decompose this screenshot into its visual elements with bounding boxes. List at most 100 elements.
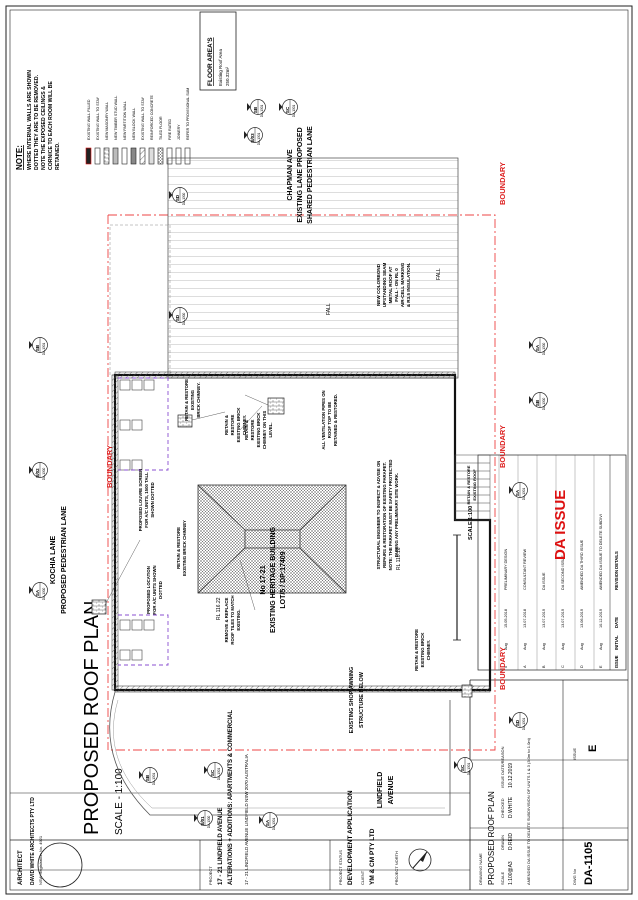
revision-cell: 13.07.2019: [542, 609, 546, 628]
structural-note: STRUCTURAL ENGINEER TO INSPECT & ADVISE …: [376, 461, 381, 570]
issue-reason: AMENDED DA ISSUE TO DELETE SUBDIVISION O…: [526, 737, 531, 885]
sheet-scale-title: SCALE - 1:100: [114, 768, 125, 835]
revision-cell: Aug: [504, 643, 508, 650]
legend-swatch: [148, 147, 155, 165]
roof-note: & R3.5 INSULATION.: [406, 263, 411, 308]
revision-cell: 10.12.2019: [599, 609, 603, 628]
notes-line: WHERE INTERNAL WALLS ARE SHOWN: [27, 70, 33, 170]
louvre-note: SHOWN DOTTED: [150, 482, 155, 517]
marker-label: SC: [285, 106, 290, 113]
marker-label: SA: [535, 344, 540, 351]
rl-1: RL 116.22: [216, 597, 222, 620]
legend-swatch: [103, 147, 110, 165]
architect-detail: NSW Registration No. 4921: [38, 835, 43, 885]
marker-ref: DA-1301: [292, 104, 296, 117]
tiled-hip-roof: [197, 484, 347, 594]
marker-ref: DA-1301: [217, 767, 221, 780]
roof-note: NEW COLORBOND: [376, 263, 381, 306]
roof-note: UPSTANDING SEAM: [382, 263, 387, 308]
roof-note: FALL - ON RL 0: [394, 268, 399, 302]
louvre-note: PROPOSED LOUVRE SCREEN: [138, 469, 143, 532]
legend-swatch: [121, 147, 128, 165]
retain-chimney-note: LEVEL.: [268, 422, 273, 437]
revision-header: DATE: [614, 617, 619, 628]
fall-label-1: FALL: [326, 303, 332, 315]
legend-label: TILED FLOOR: [159, 116, 163, 140]
legend-label: NEW MASONRY WALL: [105, 102, 109, 140]
marker-label: E/02: [35, 468, 40, 478]
marker-label: SC: [210, 769, 215, 776]
revision-cell: A: [523, 665, 527, 668]
checked-label: CHECKED: [500, 798, 505, 818]
legend-label: JOINERY: [177, 124, 181, 140]
revision-cell: CONSULTANT REVIEW: [523, 548, 527, 590]
marker-ref: DA-1301: [152, 772, 156, 785]
awning-1: EXISTING SHOP AWNING: [349, 667, 355, 734]
revision-cell: C: [561, 665, 565, 668]
revision-header: REVISION DETAILS: [614, 551, 619, 590]
ac-note: FOR A/C UNITS SHOWN: [152, 565, 157, 614]
scale-label: SCALE: [500, 872, 505, 885]
revision-cell: Aug: [580, 643, 584, 650]
structural-note: DURING ANY PRELIMINARY SITE WORK.: [394, 473, 399, 557]
retain-chimney-note: RETAIN & RESTORE: [176, 527, 181, 569]
legend-label: NEW PARTITION WALL: [123, 101, 127, 140]
notes-line: NOTE THE EXPOSED CEILINGS &: [41, 86, 47, 170]
awning-2: STRUCTURE BELOW: [359, 671, 365, 728]
revision-cell: 13.06.2019: [580, 609, 584, 628]
east-stair: [454, 454, 491, 521]
boundary-label-east: BOUNDARY: [498, 425, 507, 468]
revision-header: ISSUE: [614, 655, 619, 668]
retain-chimney-note: RESTORE: [230, 415, 235, 436]
floor-areas-heading: FLOOR AREA'S: [207, 37, 214, 86]
retain-chimney-note: RETAIN & RESTORE: [414, 629, 419, 671]
floor-areas-item: Existing Roof Area: [218, 48, 223, 86]
metal-roof-area: [167, 157, 459, 379]
revision-header: INITIAL: [614, 635, 619, 650]
roof-tiles-note: REMOVE & REPLACE: [224, 598, 229, 643]
revision-cell: 13.07.2018: [523, 609, 527, 628]
revision-cell: 15.05.2018: [504, 609, 508, 628]
revision-cell: Aug: [523, 643, 527, 650]
revision-cell: Aug: [561, 643, 565, 650]
project-address: 17 - 21 LINDFIELD AVENUE LINDFIELD NSW 2…: [244, 754, 249, 885]
rl-2: RL 110.16: [396, 547, 402, 570]
drawn-value: D.REID: [508, 833, 514, 850]
building-name: EXISTING HERITAGE BUILDING: [270, 526, 277, 633]
legend-label: EXISTING WALL TO STAY: [96, 96, 100, 140]
revision-cell: DA ISSUE: [542, 572, 546, 590]
legend-swatch: [130, 147, 137, 165]
marker-ref: DA-1300: [42, 587, 46, 600]
drawing-name-label: DRAWING NAME: [478, 853, 483, 885]
marker-ref: DA-1301: [260, 104, 264, 117]
notes-line: CORNICE TO EACH ROOM WILL BE: [48, 81, 54, 170]
scale-bar-label: SCALE 1:100: [468, 506, 474, 540]
marker-ref: DA-1300: [42, 467, 46, 480]
revision-cell: DA SECOND ISSUE: [561, 555, 565, 590]
marker-ref: DA-1300: [542, 342, 546, 355]
da-issue-stamp: DA ISSUE: [552, 490, 569, 560]
notes-line: RETAINED.: [55, 142, 61, 170]
vent-note: ALL VENTILATION PIPES ON: [321, 390, 326, 449]
title-strip: ARCHITECT DAVID WHITE ARCHITECTS PTY LTD…: [10, 601, 628, 890]
marker-ref: DA-1301: [272, 817, 276, 830]
street-lindfield-1: LINDFIELD: [377, 772, 384, 809]
marker-label: SD: [515, 719, 520, 726]
retain-chimney-note: RESTORE: [250, 420, 255, 441]
sheet-border-inner: [9, 9, 629, 891]
roof-tiles-note: EXISTING.: [236, 609, 241, 630]
legend-swatch: [85, 147, 92, 165]
retain-chimney-note: RETAIN &: [244, 420, 249, 440]
